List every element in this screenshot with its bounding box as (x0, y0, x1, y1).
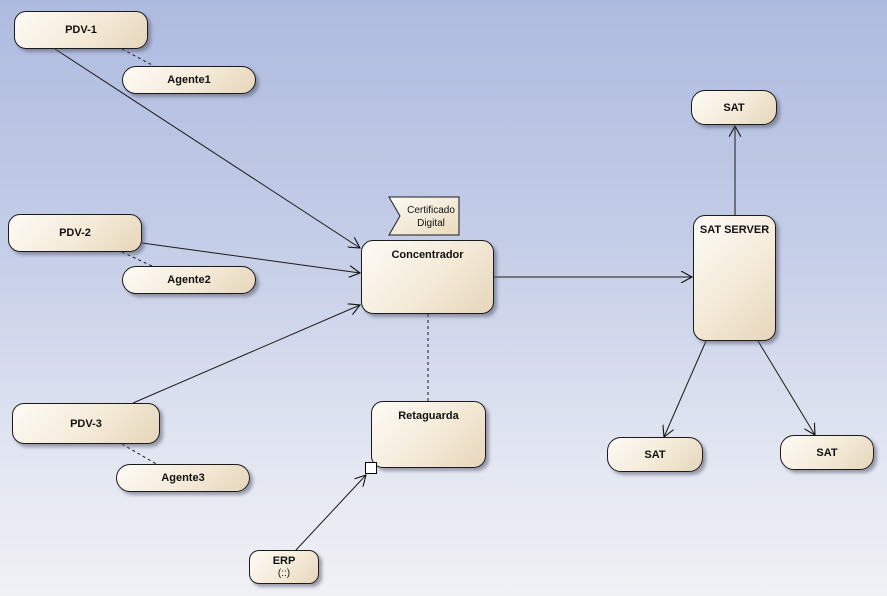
node-pdv-1[interactable]: PDV-1 (14, 11, 148, 49)
node-erp-content: ERP (::) (273, 555, 296, 579)
node-agente1-label: Agente1 (167, 74, 211, 86)
node-sat-top-label: SAT (723, 101, 745, 114)
connector-pdv3-concentrador (132, 305, 360, 404)
retaguarda-port (365, 462, 377, 474)
connector-satserver-sat-left (664, 340, 707, 437)
node-agente2[interactable]: Agente2 (122, 266, 256, 294)
certificado-digital-label: Certificado Digital (400, 204, 462, 230)
connector-erp-retaguarda (295, 475, 366, 551)
node-pdv-3-label: PDV-3 (70, 417, 102, 430)
node-concentrador-label: Concentrador (391, 249, 464, 261)
node-sat-left-label: SAT (644, 448, 666, 461)
certificado-line2: Digital (417, 218, 445, 229)
node-sat-right[interactable]: SAT (780, 435, 874, 470)
node-sat-right-label: SAT (816, 446, 838, 459)
node-pdv-2-label: PDV-2 (59, 227, 91, 239)
node-agente3-label: Agente3 (161, 472, 205, 484)
certificado-line1: Certificado (407, 205, 455, 216)
node-erp-label: ERP (272, 555, 296, 567)
dashed-pdv3-agente3 (121, 443, 159, 466)
node-retaguarda[interactable]: Retaguarda (371, 401, 486, 468)
node-pdv-2[interactable]: PDV-2 (8, 214, 142, 252)
node-retaguarda-label: Retaguarda (398, 410, 459, 422)
node-sat-left[interactable]: SAT (607, 437, 703, 472)
node-agente3[interactable]: Agente3 (116, 464, 250, 492)
connector-pdv1-concentrador (54, 48, 360, 248)
node-erp[interactable]: ERP (::) (249, 550, 319, 584)
dashed-pdv2-agente2 (121, 251, 155, 268)
node-agente2-label: Agente2 (167, 274, 211, 286)
node-erp-stereotype: (::) (277, 568, 291, 579)
node-sat-server-label: SAT SERVER (699, 224, 770, 236)
node-pdv-1-label: PDV-1 (65, 24, 97, 36)
dashed-pdv1-agente1 (121, 48, 155, 67)
node-sat-server[interactable]: SAT SERVER (693, 215, 776, 341)
node-sat-top[interactable]: SAT (691, 90, 777, 125)
node-agente1[interactable]: Agente1 (122, 66, 256, 94)
connector-satserver-sat-right (757, 340, 815, 435)
node-concentrador[interactable]: Concentrador (361, 240, 494, 314)
connector-pdv2-concentrador (141, 242, 360, 273)
node-pdv-3[interactable]: PDV-3 (12, 403, 160, 444)
certificado-flag-icon (388, 196, 460, 236)
